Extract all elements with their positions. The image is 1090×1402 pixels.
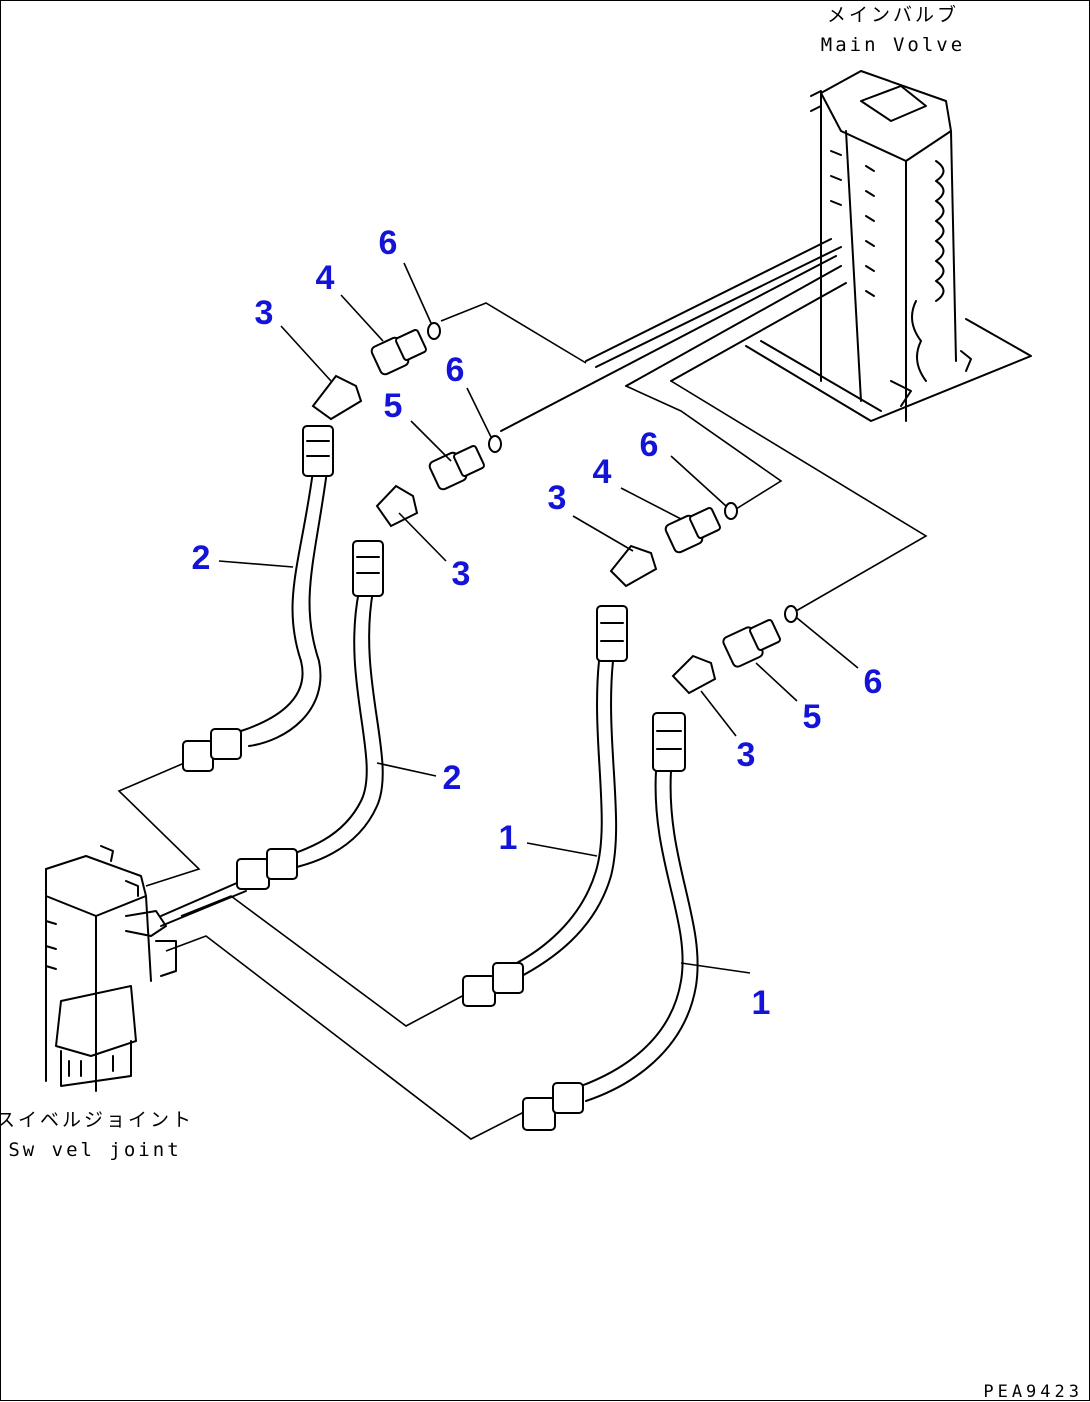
callout-2-hose-left: 2 <box>192 539 211 577</box>
hose-2-left <box>182 425 334 772</box>
callout-2-hose-center: 2 <box>443 759 462 797</box>
hose-1-right <box>522 712 699 1131</box>
hose-1-center <box>462 605 628 1007</box>
callout-1-hose-right: 1 <box>752 984 771 1022</box>
callout-4-adapter-top: 4 <box>316 259 335 297</box>
hose-2-center <box>236 540 384 890</box>
callout-5-adapter-second: 5 <box>384 387 403 425</box>
callout-3-elbow-top: 3 <box>255 294 274 332</box>
main-valve <box>500 70 1032 432</box>
leader-lines <box>218 262 859 974</box>
callout-6-oring-top: 6 <box>379 224 398 262</box>
callout-4-adapter-third: 4 <box>593 453 612 491</box>
main-valve-label-jp: メインバルブ <box>827 3 959 26</box>
swivel-joint <box>45 845 177 1092</box>
drawing-code: PEA9423 <box>983 1382 1083 1402</box>
callout-1-hose-center: 1 <box>499 819 518 857</box>
swivel-joint-label-jp: スイベルジョイント <box>1 1109 194 1131</box>
elbow-fittings <box>311 374 717 695</box>
callout-3-elbow-second: 3 <box>452 555 471 593</box>
callout-5-adapter-fourth: 5 <box>803 698 822 736</box>
callout-3-elbow-third: 3 <box>548 479 567 517</box>
o-rings <box>427 322 798 623</box>
adapter-fittings <box>370 329 781 668</box>
callout-6-oring-second: 6 <box>446 351 465 389</box>
callout-6-oring-third: 6 <box>640 426 659 464</box>
main-valve-label-en: Main Volve <box>821 34 965 56</box>
callout-6-oring-fourth: 6 <box>864 663 883 701</box>
callout-3-elbow-fourth: 3 <box>737 736 756 774</box>
swivel-joint-label-en: Sw vel joint <box>8 1139 181 1161</box>
